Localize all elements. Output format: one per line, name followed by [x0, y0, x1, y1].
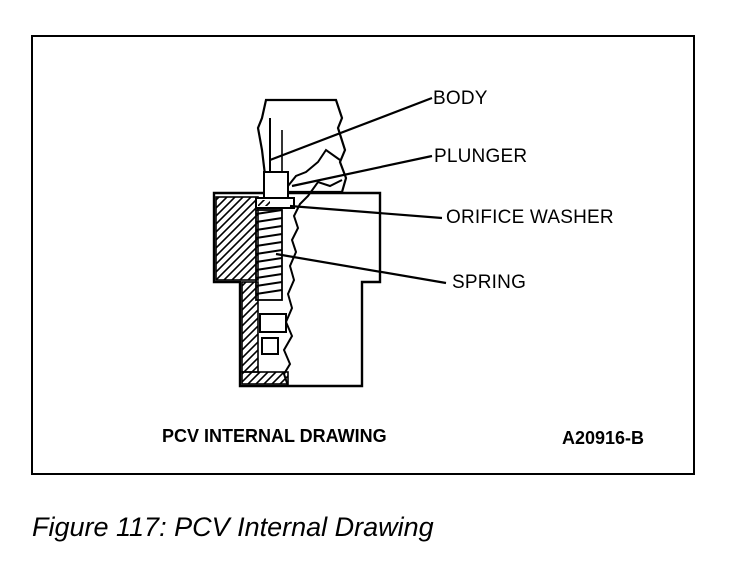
- orifice-washer: [255, 197, 295, 209]
- leader-body: [269, 96, 433, 162]
- drawing-title: PCV INTERNAL DRAWING: [162, 426, 387, 446]
- leader-plunger: [291, 154, 433, 188]
- label-body: BODY: [433, 88, 488, 109]
- label-orifice-washer: ORIFICE WASHER: [446, 207, 614, 228]
- plunger: [259, 171, 289, 355]
- leader-lines: [269, 96, 447, 285]
- figure-frame: [31, 35, 695, 475]
- label-spring: SPRING: [452, 272, 527, 293]
- leader-spring: [275, 252, 447, 285]
- reference-code: A20916-B: [562, 428, 645, 448]
- valve-nipple: [256, 98, 348, 194]
- label-plunger: PLUNGER: [434, 146, 528, 167]
- leader-orifice-washer: [289, 204, 443, 220]
- figure-caption: Figure 117: PCV Internal Drawing: [32, 512, 434, 542]
